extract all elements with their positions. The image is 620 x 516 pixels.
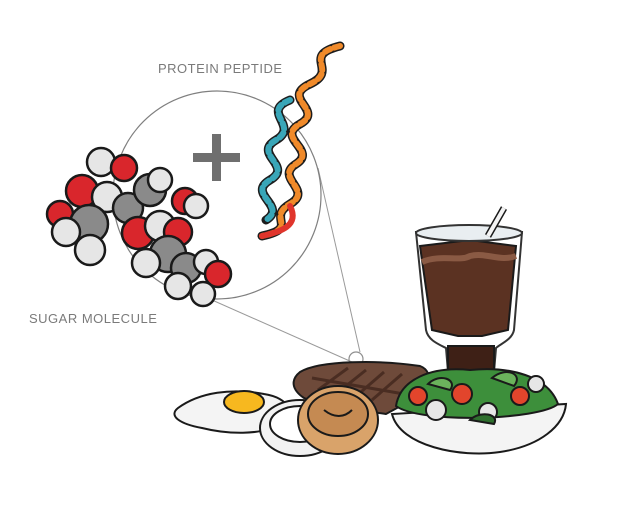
- zoom-connector-lines: [202, 167, 361, 363]
- iced-drink-icon: [414, 206, 524, 373]
- double-helix-icon: [257, 41, 345, 241]
- plus-icon: [193, 134, 240, 181]
- salad-bowl-icon: [390, 368, 568, 455]
- bagel-icon: [259, 385, 379, 457]
- sugar-molecule-icon: [45, 146, 233, 308]
- protein-peptide-label: PROTEIN PEPTIDE: [158, 61, 283, 76]
- sugar-molecule-label: SUGAR MOLECULE: [29, 311, 158, 326]
